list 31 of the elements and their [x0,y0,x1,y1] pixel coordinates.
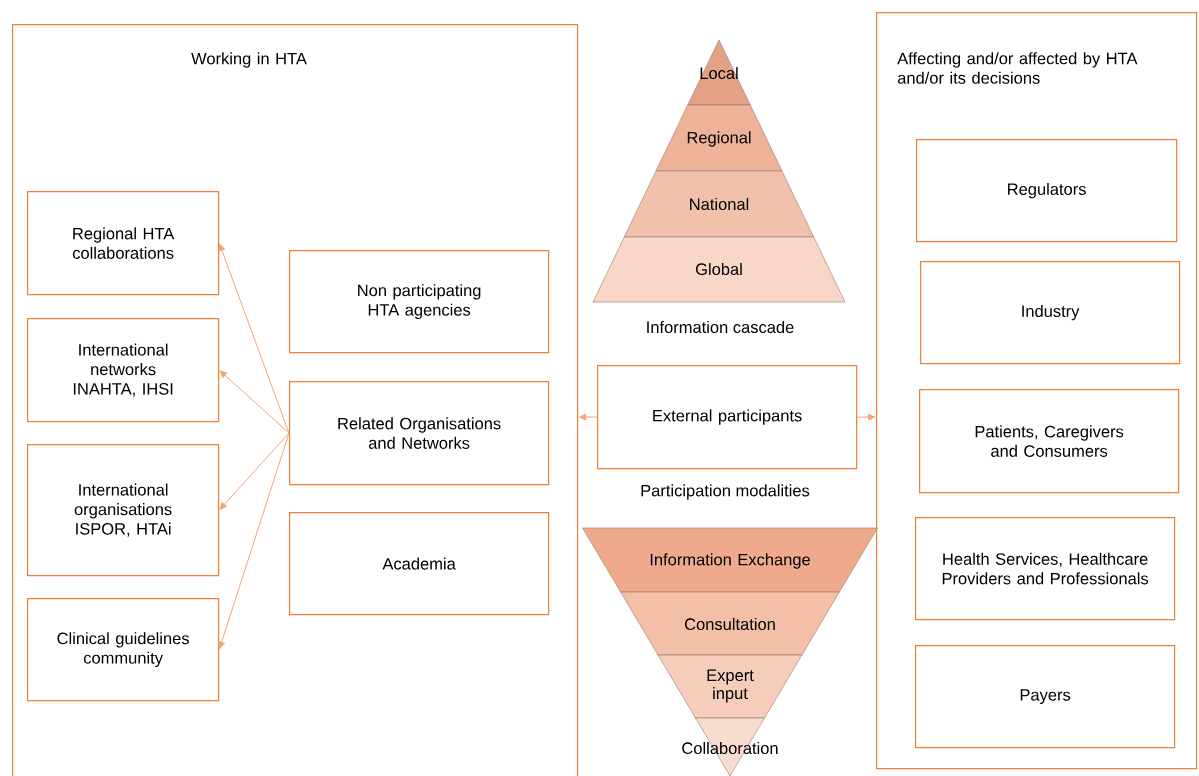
text-box: Related Organisations and Networks [289,381,550,486]
text-box: External participants [597,365,858,470]
text-box: Regulators [916,139,1178,243]
arrow [218,243,290,434]
pyramid-band: Consultation [620,591,840,656]
text-box: Industry [920,261,1181,365]
text-box: Payers [915,645,1176,749]
pyramid-band: National [624,170,814,238]
arrow [578,413,598,421]
pyramid-band: Expert input [657,654,803,719]
pyramid-band: Information Exchange [582,527,878,593]
arrow [856,413,876,421]
text-box: International networks INAHTA, IHSI [27,318,220,423]
text-box: Health Services, Healthcare Providers and Professionals [915,517,1176,621]
text-box: Academia [289,512,550,616]
pyramid-band: Global [592,236,846,303]
pyramid-band: Regional [655,104,783,172]
text-box: International organisations ISPOR, HTAi [27,444,220,577]
caption: Information cascade [647,320,794,334]
text-box: Regional HTA collaborations [27,191,220,296]
pyramid-band: Local [687,39,751,106]
arrow [219,370,290,434]
text-box: Non participating HTA agencies [289,250,550,354]
arrow [218,432,290,649]
text-box: Patients, Caregivers and Consumers [919,389,1180,494]
panel-title: Working in HTA [191,52,307,68]
arrow [219,432,290,510]
text-box: Clinical guidelines community [27,598,220,702]
caption: Participation modalities [641,484,810,500]
panel-title: Affecting and/or affected by HTA and/or its decisions [897,52,1138,84]
pyramid-band: Collaboration [682,717,778,776]
